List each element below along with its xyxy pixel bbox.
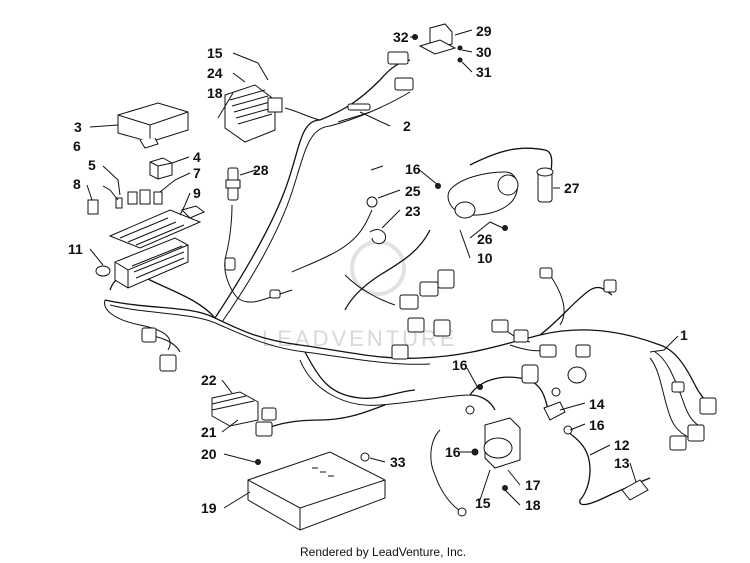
callout-25: 25: [405, 183, 421, 199]
connector-cluster-right: [491, 267, 717, 451]
plug-27: [536, 167, 554, 203]
callout-31: 31: [476, 64, 492, 80]
leader-lines: [86, 29, 679, 509]
callout-19: 19: [201, 500, 217, 516]
relay-4: [149, 157, 173, 180]
fuse-box-body: [95, 237, 189, 289]
callout-32: 32: [393, 29, 409, 45]
callout-16-bottom: 16: [445, 444, 461, 460]
starter-motor: [435, 171, 519, 231]
watermark-text: LEADVENTURE: [262, 326, 458, 351]
relay-bracket: [412, 23, 463, 63]
callout-33: 33: [390, 454, 406, 470]
callout-8: 8: [73, 176, 81, 192]
starter-solenoid: [471, 384, 521, 491]
callout-16-right: 16: [589, 417, 605, 433]
callout-26: 26: [477, 231, 493, 247]
callout-18-bottom: 18: [525, 497, 541, 513]
callout-12: 12: [614, 437, 630, 453]
callout-13: 13: [614, 455, 630, 471]
callout-30: 30: [476, 44, 492, 60]
ring-terminal: [366, 196, 387, 245]
callout-21: 21: [201, 424, 217, 440]
callout-18-top: 18: [207, 85, 223, 101]
callout-3: 3: [74, 119, 82, 135]
callout-23: 23: [405, 203, 421, 219]
callout-16-mid: 16: [405, 161, 421, 177]
callout-7: 7: [193, 165, 201, 181]
footer-credit: Rendered by LeadVenture, Inc.: [300, 545, 466, 559]
terminal-boot: [543, 387, 566, 421]
ring-terminals: [457, 405, 573, 517]
callout-15: 15: [475, 495, 491, 511]
relay-pack-22: [211, 391, 277, 437]
sensor-28: [225, 167, 241, 201]
callout-17: 17: [525, 477, 541, 493]
callout-9: 9: [193, 185, 201, 201]
callout-5: 5: [88, 157, 96, 173]
voltage-regulator: [224, 84, 283, 143]
callout-14: 14: [589, 396, 605, 412]
connector-cluster-left: [141, 257, 281, 372]
callouts: 3 4 5 6 7 8 9 11 15 24 18 28 2 32 29 30 …: [68, 23, 688, 516]
fuses: [87, 189, 163, 215]
callout-24: 24: [207, 65, 223, 81]
fuse-box-cover: [117, 102, 189, 149]
callout-1: 1: [680, 327, 688, 343]
callout-11: 11: [68, 241, 83, 257]
callout-16-lower: 16: [452, 357, 468, 373]
callout-2: 2: [403, 118, 411, 134]
terminal-boot-13: [621, 479, 649, 501]
callout-20: 20: [201, 446, 217, 462]
callout-6: 6: [73, 138, 81, 154]
callout-29: 29: [476, 23, 492, 39]
callout-16-top: 15: [207, 45, 223, 61]
main-harness: [104, 59, 711, 513]
callout-27: 27: [564, 180, 580, 196]
callout-22: 22: [201, 372, 217, 388]
harness-connectors-top: [347, 51, 414, 111]
battery-tray: [247, 451, 386, 531]
callout-4: 4: [193, 149, 201, 165]
callout-28: 28: [253, 162, 269, 178]
connector-cluster-center: [391, 269, 455, 360]
callout-10: 10: [477, 250, 493, 266]
fuse-board: [108, 205, 205, 249]
